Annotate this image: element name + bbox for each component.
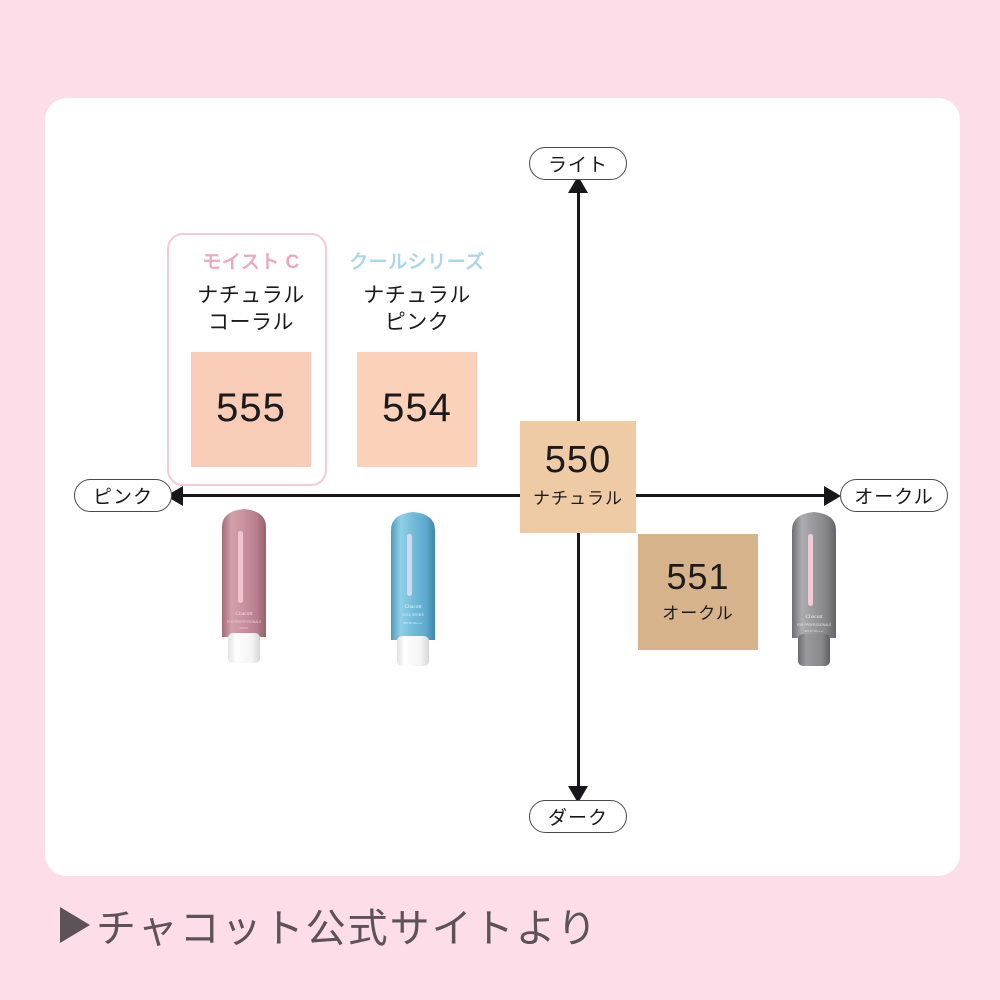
product-tube-pink: Chacott FOR PROFESSIONALS MOIST [216, 505, 272, 667]
product-tube-blue: Chacott COOL SERIES SPF50 PA++++ [385, 508, 441, 670]
arrow-down-icon [568, 786, 588, 803]
product-tube-gray: Chacott FOR PROFESSIONALS SPF50 PA++++ [786, 508, 842, 670]
color-swatch-554: 554 [357, 352, 477, 467]
product-group-moist-c: モイスト C ナチュラル コーラル [176, 252, 326, 337]
svg-text:Chacott: Chacott [235, 611, 253, 617]
caption-text: チャコット公式サイトより [96, 906, 599, 952]
svg-text:FOR PROFESSIONALS: FOR PROFESSIONALS [797, 623, 832, 627]
svg-text:MOIST: MOIST [240, 626, 249, 630]
axis-label-pink: ピンク [74, 479, 172, 512]
swatch-code: 554 [382, 385, 452, 430]
swatch-sub: ナチュラル [533, 489, 623, 509]
play-triangle-icon [60, 907, 90, 943]
caption: チャコット公式サイトより [60, 896, 599, 954]
series-label-moist-c: モイスト C [202, 252, 300, 273]
color-swatch-555: 555 [191, 352, 311, 467]
svg-text:SPF50 PA++++: SPF50 PA++++ [804, 629, 824, 633]
axis-horizontal-line [176, 494, 830, 497]
main-card [45, 98, 960, 876]
color-swatch-551: 551 オークル [638, 534, 758, 650]
svg-text:COOL SERIES: COOL SERIES [402, 613, 424, 617]
product-name-line2: コーラル [208, 310, 294, 334]
arrow-right-icon [824, 486, 841, 506]
series-label-cool-series: クールシリーズ [349, 252, 485, 273]
tube-pink-icon: Chacott FOR PROFESSIONALS MOIST [222, 509, 266, 663]
swatch-code: 551 [666, 555, 730, 597]
axis-label-ochre: オークル [840, 479, 948, 512]
color-swatch-550: 550 ナチュラル [520, 421, 636, 533]
arrow-up-icon [568, 176, 588, 193]
tube-blue-icon: Chacott COOL SERIES SPF50 PA++++ [391, 512, 435, 666]
axis-label-dark: ダーク [529, 800, 627, 833]
product-group-cool-series: クールシリーズ ナチュラル ピンク [342, 252, 492, 337]
swatch-sub: オークル [662, 604, 734, 624]
product-name-natural-pink: ナチュラル ピンク [342, 283, 492, 337]
product-name-line1: ナチュラル [363, 283, 471, 307]
svg-text:Chacott: Chacott [805, 614, 823, 620]
axis-label-light: ライト [529, 147, 627, 180]
swatch-code: 555 [216, 385, 286, 430]
highlight-box-moist-c [167, 233, 327, 486]
svg-text:SPF50 PA++++: SPF50 PA++++ [403, 621, 423, 625]
product-name-natural-coral: ナチュラル コーラル [176, 283, 326, 337]
tube-gray-icon: Chacott FOR PROFESSIONALS SPF50 PA++++ [792, 512, 836, 666]
svg-text:Chacott: Chacott [404, 604, 422, 610]
product-name-line2: ピンク [384, 310, 450, 334]
svg-text:FOR PROFESSIONALS: FOR PROFESSIONALS [227, 620, 262, 624]
product-name-line1: ナチュラル [197, 283, 305, 307]
swatch-code: 550 [544, 438, 612, 481]
